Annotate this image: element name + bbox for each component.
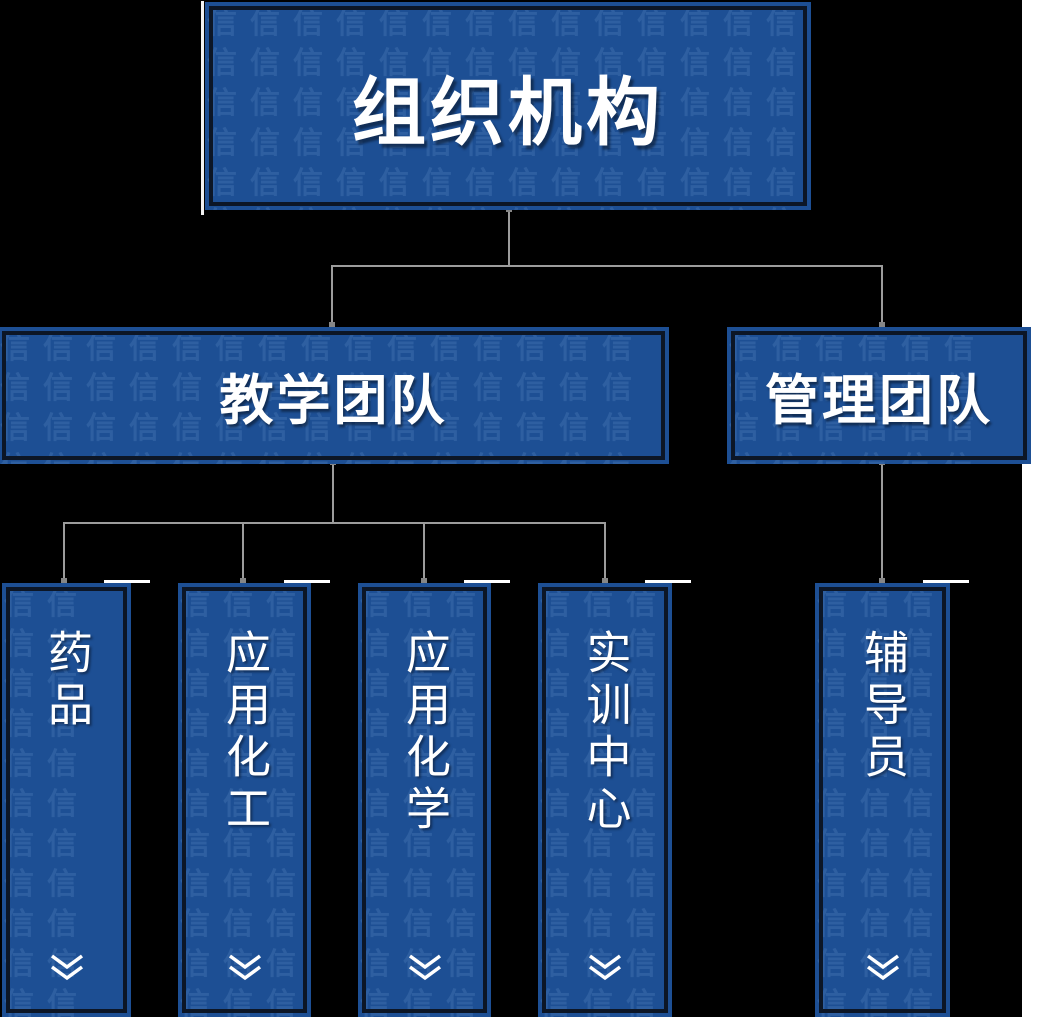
root-title: 组织机构 <box>352 70 664 154</box>
box-white-accent <box>645 580 691 583</box>
box-white-accent <box>284 580 330 583</box>
teaching-team-label: 教学团队 <box>219 371 448 431</box>
connector-drop-fudaoyuan <box>881 464 883 584</box>
connector-drop-yaopin <box>63 522 65 584</box>
management-team-label: 管理团队 <box>765 371 993 431</box>
box-white-accent <box>464 580 510 583</box>
connector-endpoint <box>879 322 885 328</box>
connector-drop-management <box>881 265 883 328</box>
double-chevron-down-icon[interactable] <box>864 953 902 981</box>
connector-endpoint <box>61 578 67 584</box>
connector-endpoint <box>329 322 335 328</box>
double-chevron-down-icon[interactable] <box>226 953 264 981</box>
double-chevron-down-icon[interactable] <box>586 953 624 981</box>
double-chevron-down-icon[interactable] <box>48 953 86 981</box>
org-node-yingyong-huaxue[interactable]: 信信信信信信信信信信信信信信信信信信信信信信信信信信信信信信信信信信信信信信信信… <box>358 580 510 1017</box>
department-label: 辅导员 <box>857 629 908 785</box>
connector-endpoint <box>240 578 246 584</box>
connector-level3-rail <box>63 522 606 524</box>
org-node-shixun-zhongxin[interactable]: 信信信信信信信信信信信信信信信信信信信信信信信信信信信信信信信信信信信信信信信信… <box>538 580 691 1017</box>
connector-level2-rail <box>331 265 883 267</box>
connector-drop-shixunzhongxin <box>604 522 606 584</box>
box-white-accent <box>201 1 204 216</box>
connector-endpoint <box>879 578 885 584</box>
org-node-yingyong-huagong[interactable]: 信信信信信信信信信信信信信信信信信信信信信信信信信信信信信信信信信信信信信信信信… <box>178 580 330 1017</box>
connector-root-stub <box>508 211 510 267</box>
box-white-accent <box>923 580 969 583</box>
org-node-yaopin[interactable]: 信信信信信信信信信信信信信信信信信信信信信信信信信信信信信信信信信信信信信信信信… <box>2 580 150 1017</box>
org-node-root: 信信信信信信信信信信信信信信信信信信信信信信信信信信信信信信信信信信信信信信信信… <box>201 1 811 216</box>
connector-endpoint <box>421 578 427 584</box>
connector-endpoint <box>602 578 608 584</box>
connector-drop-yingyonghuagong <box>242 522 244 584</box>
org-node-fudaoyuan[interactable]: 信信信信信信信信信信信信信信信信信信信信信信信信信信信信信信信信信信信信信信信信… <box>815 580 969 1017</box>
department-label: 应用化学 <box>399 629 450 837</box>
department-label: 应用化工 <box>219 629 270 837</box>
connector-teaching-stub <box>332 464 334 524</box>
connector-drop-teaching <box>331 265 333 328</box>
org-node-management-team: 信信信信信信信信信信信信信信信信信信信信信信信信信信信信信信信信信信信信信信信信… <box>727 327 1031 464</box>
department-label: 实训中心 <box>579 629 631 837</box>
department-label: 药品 <box>41 629 92 733</box>
connector-drop-yingyonghuaxue <box>423 522 425 584</box>
page-background-edge <box>1022 0 1038 1017</box>
org-node-teaching-team: 信信信信信信信信信信信信信信信信信信信信信信信信信信信信信信信信信信信信信信信信… <box>0 327 669 464</box>
double-chevron-down-icon[interactable] <box>406 953 444 981</box>
box-white-accent <box>104 580 150 583</box>
